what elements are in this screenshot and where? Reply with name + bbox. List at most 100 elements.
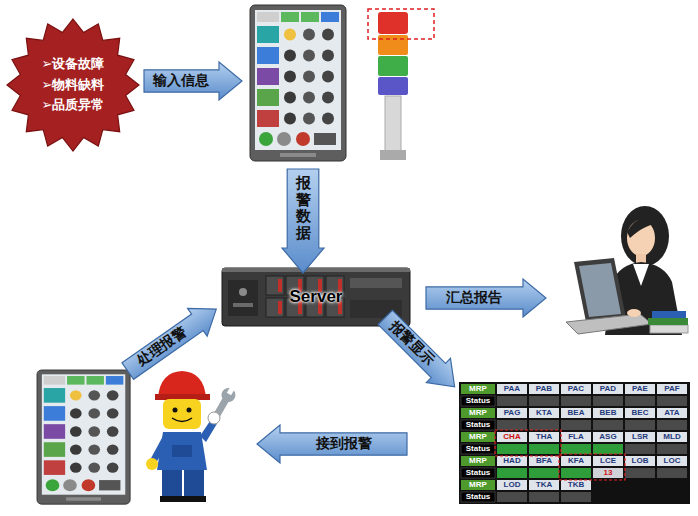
table-cell: THA [529,432,559,442]
table-cell-text: LCE [600,456,616,465]
table-cell-text: ATA [664,408,679,417]
star-text-block: ➢设备故障➢物料缺料➢品质异常 [42,54,105,116]
table-cell: MRP [461,480,495,490]
table-cell-text: THA [536,432,552,441]
table-cell: PAC [561,384,591,394]
table-cell-text: KFA [568,456,584,465]
block-arrow: 报警显示 [372,304,468,400]
table-cell-text: KTA [536,408,552,417]
tablet-terminal [250,5,346,161]
table-cell: LSR [625,432,655,442]
block-arrow: 报警数据 [281,168,325,274]
table-cell: MRP [461,384,495,394]
node-label: 报警数据 [296,175,311,241]
table-cell-text: PAF [664,384,679,393]
table-cell-text: LSR [632,432,648,441]
block-arrow: 接到报警 [256,424,408,464]
office-worker-figure [566,206,688,335]
table-cell: MRP [461,432,495,442]
table-cell-text: TKA [536,480,552,489]
table-cell: 13 [593,468,623,478]
table-cell: PAE [625,384,655,394]
table-cell-text: CHA [503,432,520,441]
table-cell: BEB [593,408,623,418]
table-cell: CHA [497,432,527,442]
bullet-item: ➢物料缺料 [42,75,105,96]
arrow-shape-outline [257,425,407,463]
table-cell: PAD [593,384,623,394]
table-cell-text: LOB [632,456,649,465]
table-cell-text: MRP [469,456,487,465]
block-arrow: 输入信息 [143,61,243,101]
table-cell: Status [461,492,495,502]
table-cell: LOD [497,480,527,490]
bullet-item: ➢设备故障 [42,54,105,75]
table-cell: FLA [561,432,591,442]
node-label: 汇总报告 [446,289,502,307]
table-cell-text: Status [466,468,490,477]
table-cell-text: PAD [600,384,616,393]
table-cell: KTA [529,408,559,418]
arrow-shape-outline [426,279,546,317]
table-cell-text: PAC [568,384,584,393]
table-cell: HAD [497,456,527,466]
table-cell: PAA [497,384,527,394]
server-rack [222,268,410,326]
table-cell-text: TKB [568,480,584,489]
table-cell: ASG [593,432,623,442]
table-cell-text: 13 [604,468,613,477]
arrow-shape-outline [282,169,324,273]
table-cell: MRP [461,456,495,466]
alarm-source-star: ➢设备故障➢物料缺料➢品质异常 [6,18,140,152]
table-cell-text: PAG [504,408,521,417]
table-cell-text: BEC [632,408,649,417]
table-cell-text: PAA [504,384,520,393]
table-cell: LCE [593,456,623,466]
table-cell-text: PAE [632,384,648,393]
table-cell-text: MRP [469,384,487,393]
node-label: 处理报警 [134,323,190,370]
maintenance-worker-figure [146,371,239,502]
table-cell-text: LOD [504,480,521,489]
table-cell: MLD [657,432,687,442]
block-arrow: 处理报警 [117,294,228,387]
signal-light-tower [368,9,434,160]
table-cell-text: MRP [469,480,487,489]
table-cell: TKA [529,480,559,490]
table-cell: TKB [561,480,591,490]
table-cell-text: HAD [503,456,520,465]
table-cell-text: BEB [600,408,617,417]
table-cell-text: MRP [469,432,487,441]
node-label: Server [290,287,343,307]
arrow-shape-outline [118,295,226,385]
table-cell-text: LOC [664,456,681,465]
table-cell-text: PAB [536,384,552,393]
table-cell-text: BFA [536,456,552,465]
table-cell-text: FLA [568,432,584,441]
node-label: 输入信息 [153,72,209,90]
arrow-shape-outline [373,305,466,398]
table-cell-text: Status [466,396,490,405]
bullet-item: ➢品质异常 [42,95,105,116]
table-cell: Status [461,396,495,406]
table-cell: BEA [561,408,591,418]
node-label: 接到报警 [316,435,372,453]
block-arrow: 汇总报告 [425,278,547,318]
node-label: 报警显示 [385,317,437,369]
server-box: Server [222,268,410,326]
arrow-shape-outline [144,62,242,100]
tablet-terminal [37,370,130,504]
table-cell: Status [461,444,495,454]
table-cell: PAF [657,384,687,394]
table-cell: KFA [561,456,591,466]
table-cell: PAG [497,408,527,418]
table-cell: PAB [529,384,559,394]
table-cell-text: BEA [568,408,585,417]
table-cell-text: Status [466,492,490,501]
table-cell-text: MRP [469,408,487,417]
table-cell-text: ASG [599,432,616,441]
status-board [459,382,690,504]
table-cell: ATA [657,408,687,418]
table-cell-text: Status [466,420,490,429]
